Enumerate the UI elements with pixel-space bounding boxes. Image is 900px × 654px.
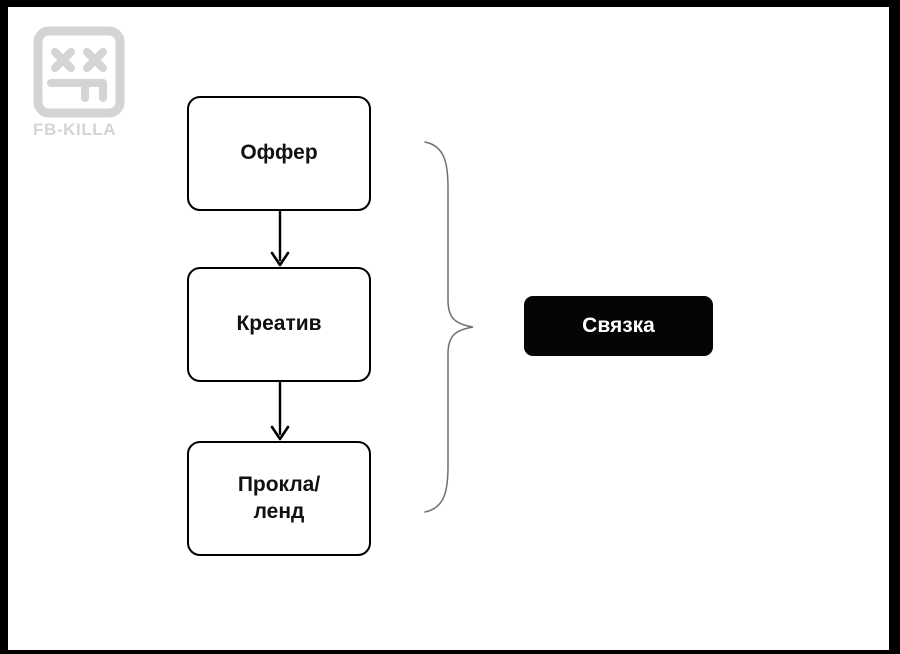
brand-name: FB-KILLA: [33, 120, 117, 139]
flow-node-landing[interactable]: Прокла/ ленд: [187, 441, 371, 556]
flow-node-label: Креатив: [236, 312, 322, 336]
flow-node-offer[interactable]: Оффер: [187, 96, 371, 211]
dead-face-square-icon: [33, 26, 125, 118]
curly-brace-right-icon: [424, 141, 474, 513]
flow-node-label: Оффер: [240, 141, 318, 165]
flow-node-creative[interactable]: Креатив: [187, 267, 371, 382]
brand-watermark: FB-KILLA: [33, 26, 133, 140]
frame-border-bottom: [0, 650, 900, 654]
arrow-down-icon-creative-to-landing: [270, 380, 290, 441]
result-badge[interactable]: Связка: [524, 296, 713, 356]
frame-border-right: [889, 0, 900, 654]
frame-border-left: [0, 0, 8, 654]
result-badge-label: Связка: [582, 314, 655, 337]
frame-border-top: [0, 0, 900, 7]
arrow-down-icon-offer-to-creative: [270, 209, 290, 267]
flow-node-label: Прокла/ ленд: [237, 472, 321, 523]
